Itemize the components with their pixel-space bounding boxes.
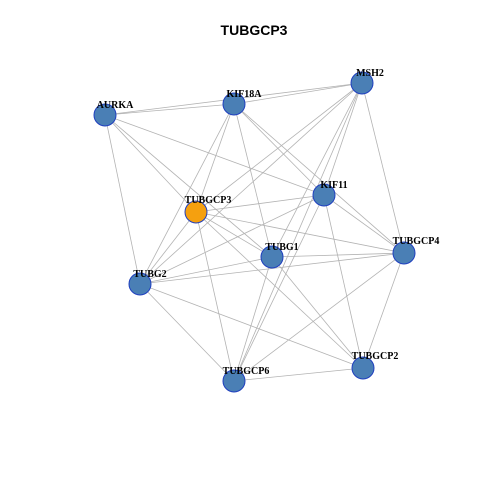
edge-msh2-tubg2 [139,82,363,285]
edge-tubg2-tubgcp6 [139,283,235,382]
edge-kif18a-tubgcp4 [233,103,405,254]
edge-tubg2-tubgcp2 [139,283,364,369]
edge-kif11-tubgcp2 [323,194,364,369]
edge-kif18a-tubg2 [139,103,235,285]
edge-kif18a-kif11 [233,103,325,196]
node-tubg2 [128,272,152,296]
edge-tubg1-tubgcp4 [271,252,405,258]
edge-kif11-tubgcp4 [323,194,405,254]
edge-tubgcp2-tubgcp6 [233,367,364,382]
graph-title: TUBGCP3 [221,22,288,38]
nodes-layer [93,71,416,393]
edge-aurka-tubgcp3 [104,114,197,213]
node-label-tubgcp3: TUBGCP3 [185,195,232,206]
node-label-tubgcp6: TUBGCP6 [223,366,270,377]
node-tubg1 [260,245,284,269]
node-tubgcp3 [184,200,208,224]
edge-tubgcp3-tubgcp4 [195,211,405,254]
node-label-tubg1: TUBG1 [265,242,298,253]
edge-tubgcp4-tubgcp6 [233,252,405,382]
edge-tubg1-tubgcp6 [233,256,273,382]
edge-msh2-tubgcp4 [361,82,405,254]
edge-tubgcp4-tubgcp2 [362,252,405,369]
node-kif11 [312,183,336,207]
node-label-tubgcp2: TUBGCP2 [352,351,399,362]
edge-kif11-tubgcp6 [233,194,325,382]
edge-aurka-tubg2 [104,114,141,285]
node-label-tubgcp4: TUBGCP4 [393,236,440,247]
node-tubgcp4 [392,241,416,265]
edge-tubg1-tubg2 [139,256,273,285]
edge-msh2-tubgcp3 [195,82,363,213]
node-label-msh2: MSH2 [356,68,384,79]
edge-kif11-tubgcp3 [195,194,325,213]
node-tubgcp2 [351,356,375,380]
edge-tubgcp3-tubg2 [139,211,197,285]
edge-aurka-kif18a [104,103,235,116]
edges-layer [104,82,405,382]
node-aurka [93,103,117,127]
node-label-kif11: KIF11 [320,180,347,191]
edge-kif18a-msh2 [233,82,363,105]
edge-kif11-tubg2 [139,194,325,285]
node-msh2 [350,71,374,95]
node-kif18a [222,92,246,116]
edge-msh2-tubg1 [271,82,363,258]
node-label-aurka: AURKA [97,100,134,111]
node-label-tubg2: TUBG2 [133,269,166,280]
edge-kif18a-tubg1 [233,103,273,258]
edge-tubgcp3-tubgcp6 [195,211,235,382]
node-tubgcp6 [222,369,246,393]
edge-tubg1-tubgcp2 [271,256,364,369]
node-label-kif18a: KIF18A [227,89,263,100]
edge-tubgcp3-tubg1 [195,211,273,258]
edge-tubgcp3-tubgcp2 [195,211,364,369]
edge-msh2-kif11 [323,82,363,196]
edge-aurka-kif11 [104,114,325,196]
edge-kif18a-tubgcp3 [195,103,235,213]
